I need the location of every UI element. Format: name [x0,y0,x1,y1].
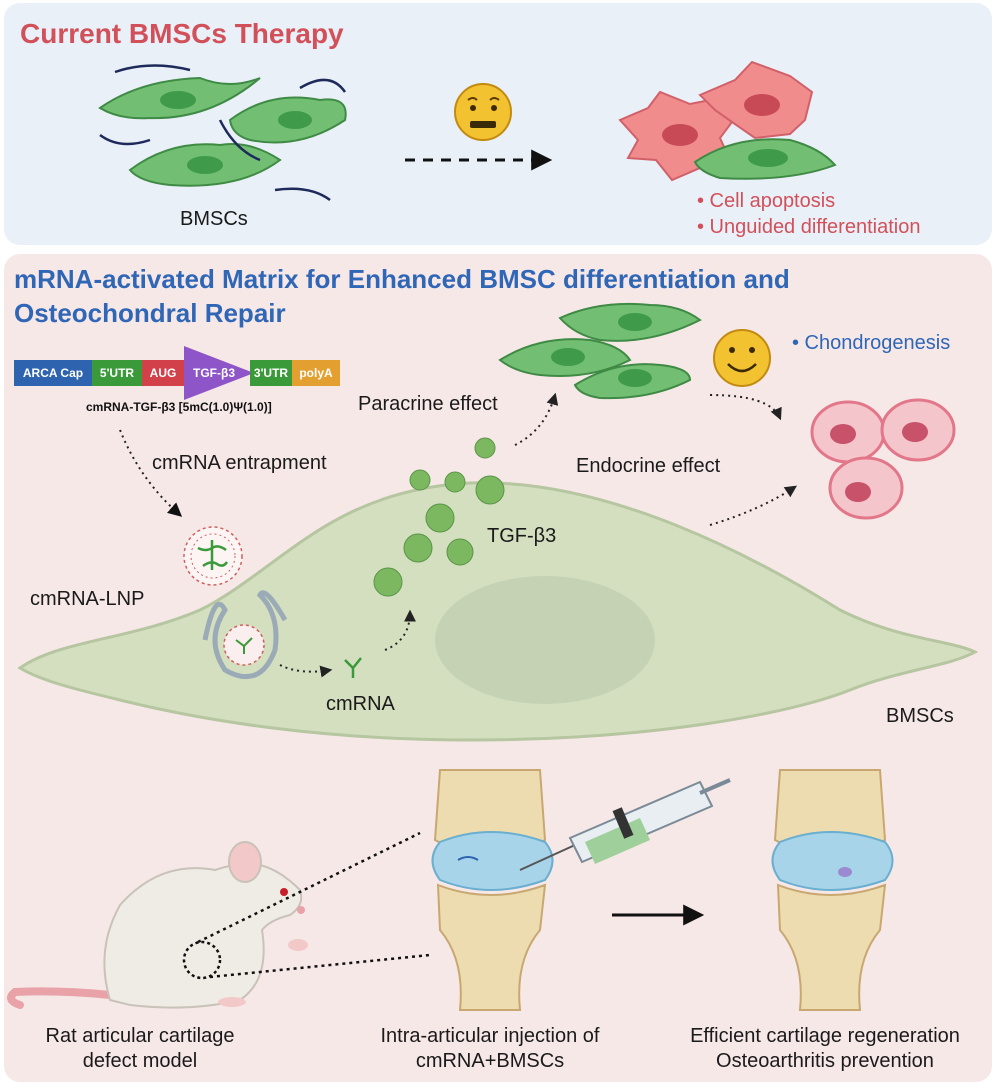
rat-caption-line1: Rat articular cartilage [45,1025,235,1047]
knee-joint-injection [431,769,554,1011]
bmsc-label-top: BMSCs [180,208,248,230]
construct-label-polya: polyA [299,366,333,380]
construct-label-5utr: 5'UTR [99,366,135,380]
rat-caption-line2: defect model [82,1050,198,1072]
endocrine-arrow [709,485,798,526]
segment-3utr [250,360,292,386]
tgf-b3-proteins [373,437,505,597]
segment-aug [142,360,184,386]
mrna-construct [14,346,340,400]
bottom-panel-title-line2: Osteochondral Repair [14,298,286,328]
rat-illustration [7,841,308,1009]
injection-caption: Intra-articular injection of cmRNA+BMSCs [340,1024,640,1074]
construct-label-tgf: TGF-β3 [193,366,235,380]
rat-caption: Rat articular cartilage defect model [10,1024,270,1074]
paracrine-arrow [514,392,559,446]
apoptotic-cells [618,60,837,182]
cmrna-lnp-label: cmRNA-LNP [30,588,145,610]
injection-caption-line1: Intra-articular injection of [380,1025,600,1047]
endocrine-label: Endocrine effect [576,455,721,477]
chondrogenesis-label: • Chondrogenesis [792,332,951,354]
result-caption: Efficient cartilage regeneration Osteoar… [660,1024,990,1074]
result-caption-line2: Osteoarthritis prevention [716,1050,934,1072]
endosome-membrane [202,590,288,680]
entrapment-label: cmRNA entrapment [152,452,327,474]
construct-label-3utr: 3'UTR [253,366,289,380]
cmrna-label: cmRNA [326,693,395,715]
result-caption-line1: Efficient cartilage regeneration [690,1025,960,1047]
construct-caption: cmRNA-TGF-β3 [5mC(1.0)Ψ(1.0)] [86,400,272,414]
happy-face-icon [713,329,771,387]
top-panel-title: Current BMSCs Therapy [20,18,344,49]
segment-arca-cap [14,360,92,386]
worried-face-icon [454,83,512,141]
construct-label-aug: AUG [149,366,177,380]
segment-tgf-b3 [184,346,254,400]
lnp-particle [183,526,243,586]
tgf-b3-label: TGF-β3 [487,525,557,547]
syringe-icon [519,778,731,871]
zoom-line-bottom [209,953,431,979]
segment-5utr [92,360,142,386]
knee-joint-regenerated [771,769,894,1011]
segment-polya [292,360,340,386]
paracrine-label: Paracrine effect [358,393,498,415]
chondro-arrow [709,394,782,421]
cell-nucleus [435,576,655,704]
bottom-panel-title-line1: mRNA-activated Matrix for Enhanced BMSC … [14,264,790,294]
cmrna-molecule [344,657,362,678]
bullet-unguided: • Unguided differentiation [697,216,921,238]
construct-label-arca: ARCA Cap [22,366,84,380]
paracrine-bmscs [498,302,702,400]
chondrocytes [810,398,956,520]
bmsc-label-bottom: BMSCs [886,705,954,727]
bmsc-cells-top [98,64,347,202]
injection-caption-line2: cmRNA+BMSCs [415,1050,565,1072]
bullet-apoptosis: • Cell apoptosis [697,190,836,212]
